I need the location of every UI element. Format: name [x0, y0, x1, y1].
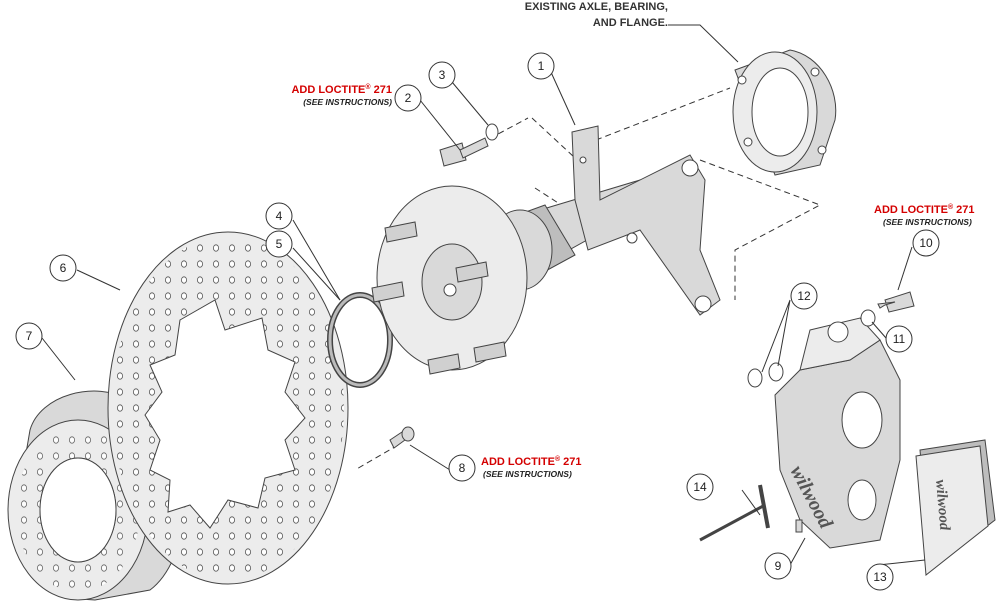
existing-axle-line2: AND FLANGE.	[593, 17, 668, 29]
svg-text:4: 4	[276, 209, 283, 223]
brake-pad: wilwood	[915, 439, 996, 576]
axle-hub	[371, 179, 651, 375]
svg-text:13: 13	[873, 570, 887, 584]
bubble-9: 9	[764, 552, 792, 580]
svg-text:ADD LOCTITE® 271: ADD LOCTITE® 271	[874, 203, 975, 216]
bubble-7: 7	[15, 322, 43, 350]
bubble-3: 3	[428, 61, 456, 89]
svg-text:ADD LOCTITE® 271: ADD LOCTITE® 271	[481, 455, 582, 468]
bubble-6: 6	[49, 254, 77, 282]
svg-text:5: 5	[276, 237, 283, 251]
svg-text:(SEE INSTRUCTIONS): (SEE INSTRUCTIONS)	[483, 469, 572, 479]
bubble-5: 5	[265, 230, 293, 258]
bubble-2: 2	[394, 84, 422, 112]
bubble-11: 11	[885, 325, 913, 353]
svg-text:11: 11	[893, 332, 906, 346]
caliper: wilwood	[774, 317, 901, 549]
caliper-bracket	[571, 125, 721, 316]
existing-axle-line1: EXISTING AXLE, BEARING,	[525, 1, 668, 13]
existing-axle-callout: EXISTING AXLE, BEARING, AND FLANGE.	[525, 1, 668, 29]
caliper-bolt	[747, 291, 915, 388]
bubble-12: 12	[790, 282, 818, 310]
loctite-callout-bottom: ADD LOCTITE® 271 (SEE INSTRUCTIONS)	[481, 455, 582, 479]
svg-text:6: 6	[60, 261, 67, 275]
bubble-4: 4	[265, 202, 293, 230]
loctite-callout-top: ADD LOCTITE® 271 (SEE INSTRUCTIONS)	[291, 83, 392, 107]
svg-text:ADD LOCTITE® 271: ADD LOCTITE® 271	[291, 83, 392, 96]
bubble-13: 13	[866, 563, 894, 591]
svg-text:8: 8	[459, 461, 466, 475]
svg-text:10: 10	[919, 236, 933, 250]
svg-text:(SEE INSTRUCTIONS): (SEE INSTRUCTIONS)	[303, 97, 392, 107]
rotor-screw	[389, 426, 415, 449]
pad-logo: wilwood	[932, 479, 952, 532]
svg-text:3: 3	[439, 68, 446, 82]
bracket-bolt	[439, 123, 499, 167]
bubble-10: 10	[912, 229, 940, 257]
leader-lines	[41, 24, 926, 566]
part-number-bubbles: 1 2 3 4 5 6 7 8 9 10 11 12 13 14	[15, 52, 940, 591]
axle-flange	[732, 49, 837, 176]
svg-text:1: 1	[538, 59, 545, 73]
svg-text:2: 2	[405, 91, 412, 105]
bubble-1: 1	[527, 52, 555, 80]
svg-text:9: 9	[775, 559, 782, 573]
bubble-8: 8	[448, 454, 476, 482]
svg-text:7: 7	[26, 329, 33, 343]
seal-ring	[327, 292, 393, 388]
bubble-14: 14	[686, 473, 714, 501]
svg-text:12: 12	[797, 289, 811, 303]
svg-text:(SEE INSTRUCTIONS): (SEE INSTRUCTIONS)	[883, 217, 972, 227]
drilled-rotor	[107, 231, 349, 585]
loctite-callout-right: ADD LOCTITE® 271 (SEE INSTRUCTIONS)	[874, 203, 975, 227]
svg-text:14: 14	[693, 480, 707, 494]
retaining-pin	[699, 484, 770, 542]
